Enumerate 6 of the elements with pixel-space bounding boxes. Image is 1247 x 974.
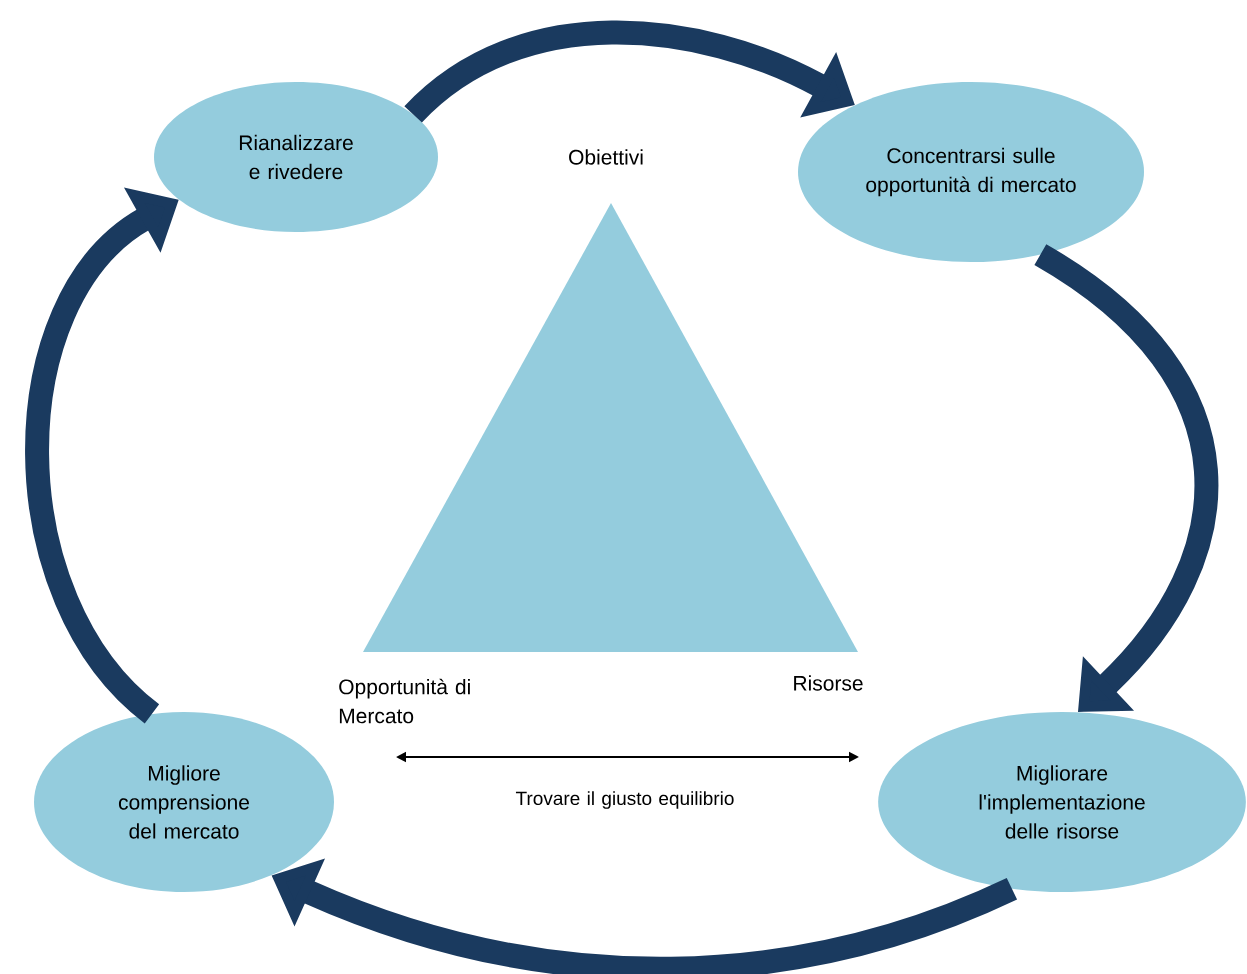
corner-label: Obiettivi bbox=[569, 149, 643, 165]
triangle bbox=[363, 203, 858, 652]
corner-label: Opportunità di Mercato bbox=[339, 678, 470, 724]
curved-arrow bbox=[1033, 244, 1218, 712]
corner-label: Risorse bbox=[794, 675, 863, 691]
caption-text: Trovare il giusto equilibrio bbox=[515, 791, 734, 809]
